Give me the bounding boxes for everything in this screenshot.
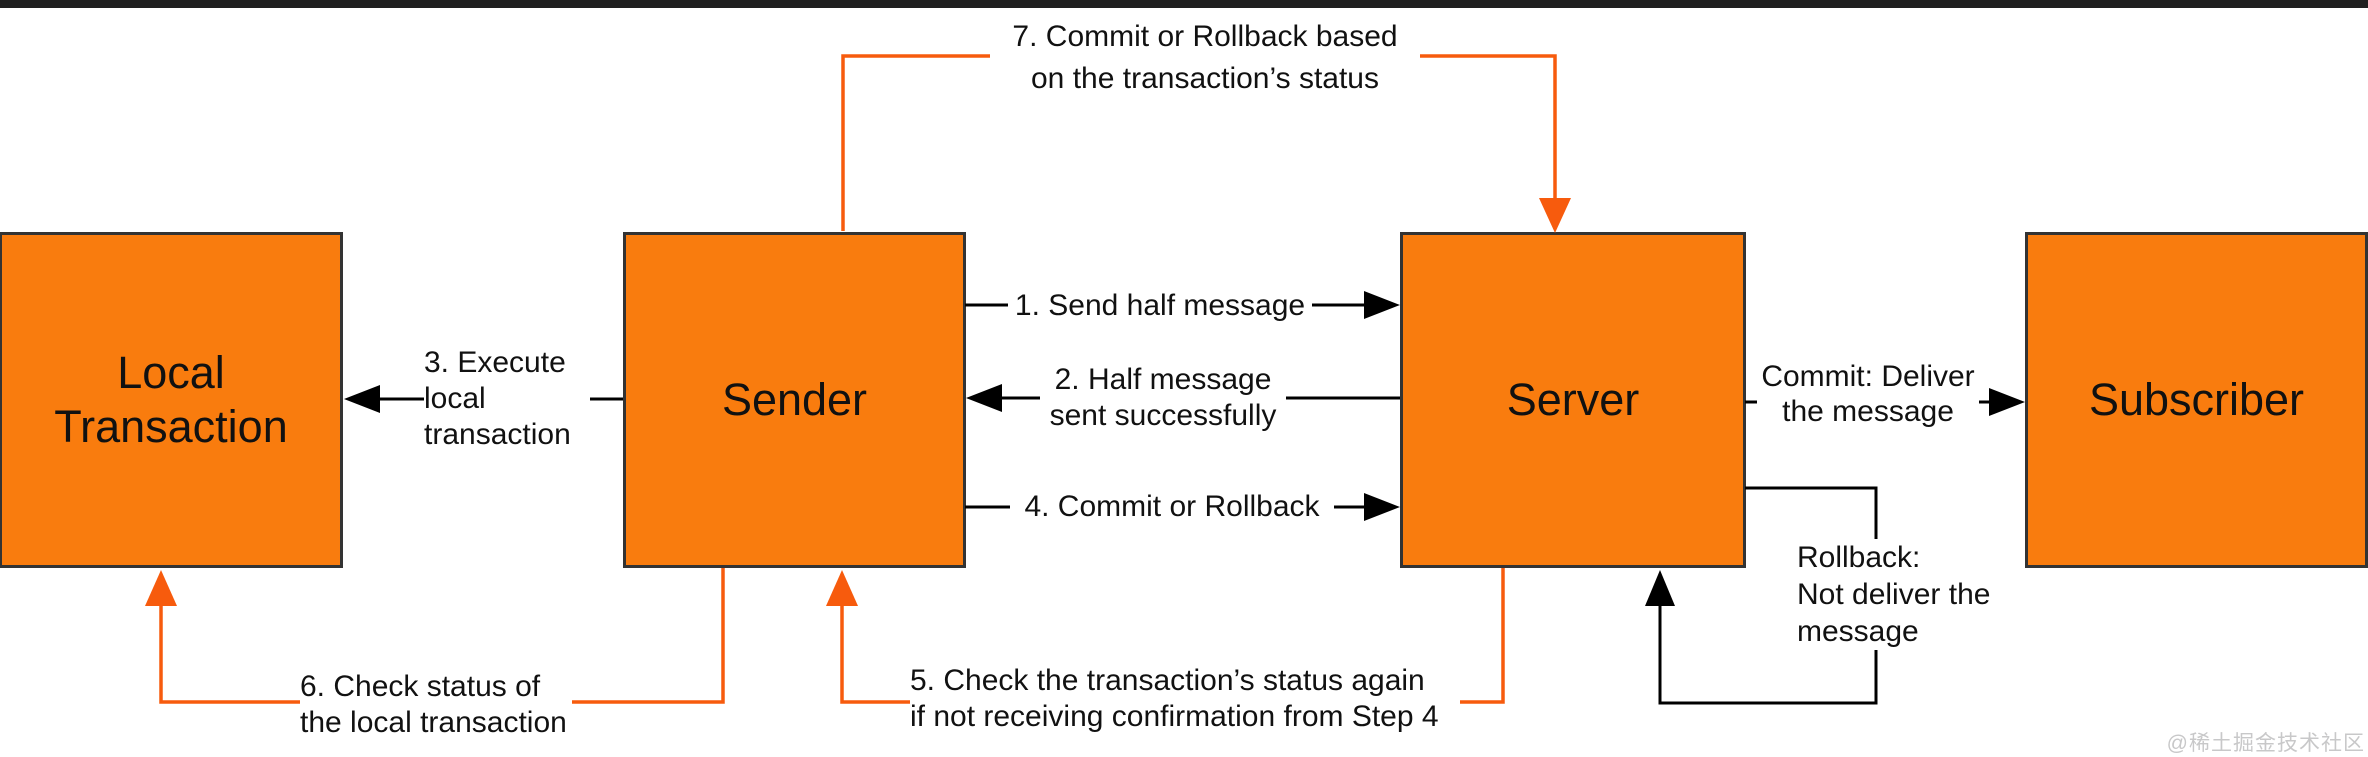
step5-label-line1: 5. Check the transaction’s status again bbox=[910, 664, 1425, 697]
sender-box: Sender bbox=[623, 232, 966, 568]
rollback-path-label: Rollback: Not deliver the message bbox=[1797, 539, 2009, 650]
step3-label: 3. Execute local transaction bbox=[424, 345, 590, 453]
step3-label-line3: transaction bbox=[424, 418, 571, 451]
subscriber-box: Subscriber bbox=[2025, 232, 2368, 568]
step2-label-line1: 2. Half message bbox=[1054, 363, 1272, 396]
server-box: Server bbox=[1400, 232, 1746, 568]
watermark: @稀土掘金技术社区 bbox=[2166, 732, 2365, 755]
orange-arrows bbox=[159, 54, 1557, 704]
rollback-path-label-line2: Not deliver the bbox=[1797, 578, 1991, 611]
rollback-path-label-line1: Rollback: bbox=[1797, 541, 1921, 574]
commit-arrowhead bbox=[1989, 388, 2025, 416]
local-transaction-label-line1: Local bbox=[117, 347, 225, 398]
local-transaction-box: Local Transaction bbox=[0, 232, 343, 568]
step7-arrowhead bbox=[1539, 198, 1571, 233]
step1-label-text: 1. Send half message bbox=[1014, 289, 1306, 322]
local-transaction-label-line2: Transaction bbox=[54, 401, 288, 452]
step7-label: 7. Commit or Rollback based on the trans… bbox=[990, 16, 1420, 100]
step4-label-text: 4. Commit or Rollback bbox=[1024, 490, 1320, 523]
step5-arrowhead bbox=[826, 570, 858, 606]
step6-label: 6. Check status of the local transaction bbox=[300, 669, 572, 741]
step2-label-line2: sent successfully bbox=[1049, 399, 1277, 432]
step6-arrowhead bbox=[145, 570, 177, 606]
step1-arrowhead bbox=[1364, 291, 1400, 319]
rollback-arrowhead bbox=[1645, 570, 1675, 606]
step3-arrowhead bbox=[344, 385, 380, 413]
step7-label-line2: on the transaction’s status bbox=[1031, 62, 1379, 95]
step5-label: 5. Check the transaction’s status again … bbox=[910, 663, 1460, 735]
step5-label-line2: if not receiving confirmation from Step … bbox=[910, 700, 1439, 733]
step6-label-line1: 6. Check status of bbox=[300, 670, 541, 703]
step4-arrowhead bbox=[1364, 493, 1400, 521]
step4-label: 4. Commit or Rollback bbox=[1010, 489, 1334, 525]
commit-path-label: Commit: Deliver the message bbox=[1757, 359, 1979, 429]
step6-label-line2: the local transaction bbox=[300, 706, 567, 739]
step3-label-line1: 3. Execute bbox=[424, 346, 566, 379]
step7-label-line1: 7. Commit or Rollback based bbox=[1012, 20, 1398, 53]
black-arrowheads bbox=[344, 291, 2025, 606]
sender-label: Sender bbox=[721, 374, 868, 425]
rollback-loop-line bbox=[1658, 486, 1878, 705]
server-label: Server bbox=[1506, 374, 1640, 425]
rollback-path-label-line3: message bbox=[1797, 615, 1919, 648]
commit-path-label-line2: the message bbox=[1782, 395, 1954, 428]
step2-arrowhead bbox=[966, 384, 1002, 412]
top-black-bar bbox=[0, 0, 2368, 8]
orange-arrowheads bbox=[145, 198, 1571, 606]
step1-label: 1. Send half message bbox=[1008, 288, 1312, 324]
step2-label: 2. Half message sent successfully bbox=[1040, 362, 1286, 434]
subscriber-label: Subscriber bbox=[2088, 374, 2305, 425]
commit-path-label-line1: Commit: Deliver bbox=[1761, 360, 1975, 393]
step3-label-line2: local bbox=[424, 382, 486, 415]
